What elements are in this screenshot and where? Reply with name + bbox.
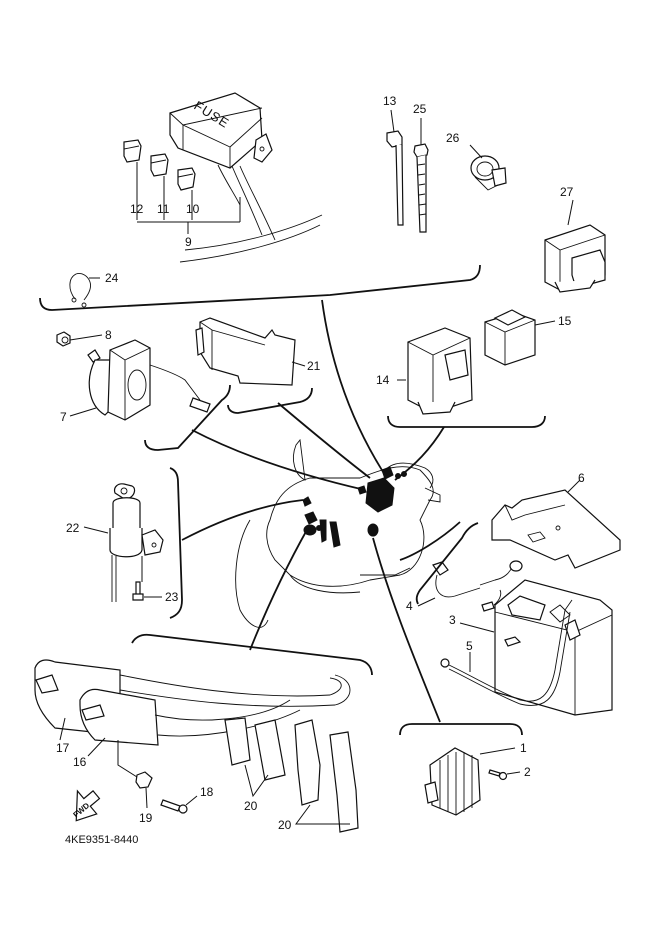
relay-15: 15	[484, 309, 572, 366]
fuse-10	[177, 167, 196, 191]
motorcycle-outline	[235, 438, 441, 628]
connector-main	[365, 477, 395, 513]
callout-13[interactable]: 13	[383, 94, 397, 108]
relay-14: 14	[376, 327, 473, 415]
ignitor-unit-21: 21	[195, 317, 321, 386]
callout-4[interactable]: 4	[406, 599, 413, 613]
fuse-box-group: FUSE 12 11 10 9	[123, 92, 323, 263]
callout-6[interactable]: 6	[578, 471, 585, 485]
fuse-11	[150, 153, 169, 177]
group-bracket-horn	[144, 384, 231, 451]
group-bracket-top	[39, 264, 481, 311]
group-bracket-ignitor	[227, 387, 313, 414]
leader-battery	[399, 521, 461, 561]
callout-19[interactable]: 19	[139, 811, 153, 825]
callout-20a[interactable]: 20	[244, 799, 258, 813]
leader-regulator	[372, 537, 441, 723]
spark-plug-cap-20a	[224, 717, 286, 781]
spark-plug-cap-20b	[294, 719, 359, 833]
callout-26[interactable]: 26	[446, 131, 460, 145]
fuse-12	[123, 139, 142, 163]
leader-ignitor	[277, 402, 371, 479]
callout-11[interactable]: 11	[157, 202, 170, 216]
callout-12[interactable]: 12	[130, 202, 144, 216]
callout-17[interactable]: 17	[56, 741, 70, 755]
battery-lead-4: 4	[406, 560, 523, 613]
callout-27[interactable]: 27	[560, 185, 574, 199]
group-bracket-battery	[415, 522, 479, 605]
drawing-code: 4KE9351-8440	[65, 834, 138, 846]
group-bracket-regulator	[399, 723, 523, 736]
screw-2: 2	[488, 765, 531, 781]
callout-10[interactable]: 10	[186, 202, 200, 216]
callout-7[interactable]: 7	[60, 410, 67, 424]
group-bracket-relays	[387, 415, 546, 428]
callout-18[interactable]: 18	[200, 785, 214, 799]
fwd-arrow-icon: FWD	[72, 789, 101, 822]
callout-21[interactable]: 21	[307, 359, 321, 373]
horn-7: 7	[60, 339, 211, 424]
ignition-coil-16: 16	[73, 688, 159, 769]
bolt-18: 18	[160, 785, 214, 814]
screw-23: 23	[132, 556, 179, 604]
callout-3[interactable]: 3	[449, 613, 456, 627]
fuse-box: FUSE	[169, 92, 276, 241]
battery-lead-5: 5	[440, 599, 573, 706]
nut-8: 8	[56, 328, 112, 347]
rectifier-regulator-1: 1	[424, 741, 527, 816]
callout-8[interactable]: 8	[105, 328, 112, 342]
callout-2[interactable]: 2	[524, 765, 531, 779]
collar-19: 19	[117, 740, 153, 825]
cable-tie-25: 25	[413, 102, 429, 233]
group-bracket-switch	[169, 467, 183, 619]
cable-tie-13: 13	[383, 94, 404, 226]
callout-23[interactable]: 23	[165, 590, 179, 604]
battery-cover-6: 6	[491, 471, 621, 569]
callout-5[interactable]: 5	[466, 639, 473, 653]
callout-24[interactable]: 24	[105, 271, 119, 285]
callout-15[interactable]: 15	[558, 314, 572, 328]
callout-20b[interactable]: 20	[278, 818, 292, 832]
clamp-26: 26	[446, 131, 507, 191]
leader-main-switch	[181, 499, 304, 541]
relay-27: 27	[544, 185, 606, 293]
main-switch-22: 22	[66, 483, 164, 602]
battery-3: 3	[449, 579, 613, 716]
connector-small-a	[381, 466, 394, 480]
callout-14[interactable]: 14	[376, 373, 390, 387]
clip-24: 24	[69, 271, 119, 308]
callout-16[interactable]: 16	[73, 755, 87, 769]
group-bracket-coils	[131, 633, 373, 676]
leader-top-group	[321, 299, 386, 476]
callout-9[interactable]: 9	[185, 235, 192, 249]
callout-1[interactable]: 1	[520, 741, 527, 755]
leader-horn	[191, 429, 366, 491]
callout-25[interactable]: 25	[413, 102, 427, 116]
callout-22[interactable]: 22	[66, 521, 80, 535]
leader-ignition-coils	[249, 527, 309, 651]
